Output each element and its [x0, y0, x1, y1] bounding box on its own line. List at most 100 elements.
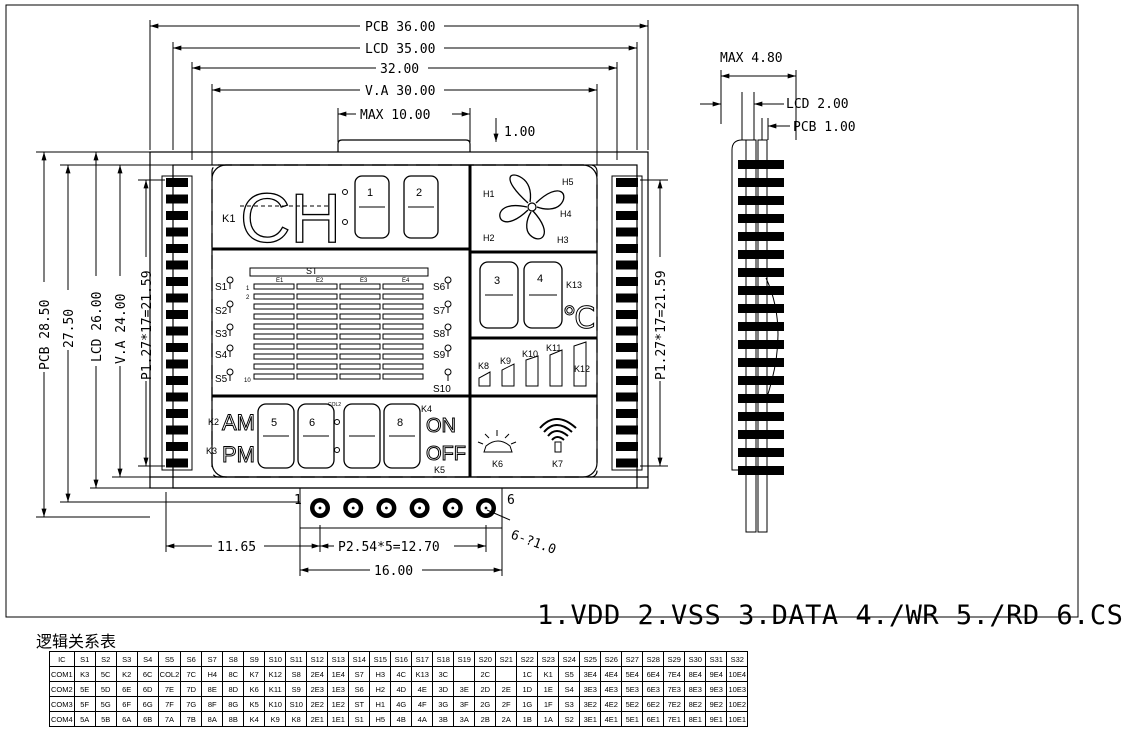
- pin: [166, 359, 188, 369]
- table-cell: 5F: [73, 696, 96, 712]
- level-bar-segment: [382, 303, 424, 310]
- s5-label: S5: [215, 374, 228, 385]
- table-cell: 8A: [201, 711, 224, 727]
- digit-2: [403, 175, 439, 239]
- fan-blade-h3: [526, 210, 545, 240]
- pcb-width-label: PCB 36.00: [365, 20, 435, 35]
- k3-label: K3: [206, 446, 217, 456]
- table-cell: S5: [157, 651, 182, 667]
- pitch-left-label: P1.27*17=21.59: [140, 270, 155, 380]
- level-bar-segment: [339, 313, 381, 320]
- digit-3: [479, 261, 519, 329]
- table-cell: 1E3: [327, 681, 350, 697]
- table-cell: K8: [285, 711, 308, 727]
- pin: [166, 211, 188, 220]
- table-cell: 3B: [432, 711, 455, 727]
- k11-label: K11: [546, 343, 561, 353]
- level-bar-segment: [339, 333, 381, 340]
- table-cell: [495, 666, 518, 682]
- table-cell: K13: [411, 666, 434, 682]
- pin: [616, 359, 638, 369]
- fan-blade-h4: [535, 190, 565, 210]
- table-cell: S29: [663, 651, 686, 667]
- level-bar-segment: [253, 363, 295, 370]
- table-cell: 1D: [516, 681, 539, 697]
- level-bar-segment: [339, 303, 381, 310]
- table-cell: 5B: [94, 711, 117, 727]
- am-indicator: AM: [222, 410, 255, 435]
- segment-dividers: [212, 165, 597, 477]
- table-cell: H1: [369, 696, 392, 712]
- table-cell: S20: [474, 651, 497, 667]
- table-cell: 5D: [94, 681, 117, 697]
- side-pin: [738, 232, 784, 241]
- level-bar-segment: [382, 363, 424, 370]
- k6-label: K6: [492, 459, 503, 469]
- pin: [616, 409, 638, 418]
- table-cell: S5: [558, 666, 581, 682]
- table-cell: 4F: [411, 696, 434, 712]
- table-cell: 5E: [73, 681, 96, 697]
- table-cell: 9E4: [705, 666, 728, 682]
- table-cell: S6: [348, 681, 371, 697]
- table-cell: 3G: [432, 696, 455, 712]
- table-cell: K3: [73, 666, 96, 682]
- table-cell: S9: [285, 681, 308, 697]
- pin: [616, 260, 638, 270]
- lcd-tab: [337, 139, 471, 152]
- level-bar-segment: [339, 293, 381, 300]
- side-pin: [738, 376, 784, 385]
- digit-5: [257, 403, 295, 469]
- dim-1-label: 1.00: [504, 125, 535, 140]
- digit-6: [297, 403, 335, 469]
- level-bar-segment: [253, 323, 295, 330]
- table-cell: 6E2: [642, 696, 665, 712]
- table-cell: 6G: [136, 696, 159, 712]
- s3-label: S3: [215, 329, 228, 340]
- level-bar-segment: [253, 373, 295, 380]
- side-pin: [738, 250, 784, 259]
- table-cell: 1E4: [327, 666, 350, 682]
- h5-label: H5: [562, 177, 574, 187]
- table-cell: S1: [348, 711, 371, 727]
- table-cell: 1B: [516, 711, 539, 727]
- table-cell: 3C: [432, 666, 455, 682]
- table-cell: 5E2: [621, 696, 644, 712]
- level-bar-segment: [296, 293, 338, 300]
- level-bar-segment: [253, 293, 295, 300]
- level-bar-segment: [339, 363, 381, 370]
- digit-4-label: 4: [537, 273, 543, 285]
- table-cell: 2D: [474, 681, 497, 697]
- pin: [166, 458, 188, 468]
- pin: [616, 211, 638, 220]
- h1-label: H1: [483, 189, 495, 199]
- pin: [616, 194, 638, 204]
- table-cell: S6: [180, 651, 203, 667]
- k8-label: K8: [478, 361, 489, 371]
- table-cell: 6A: [115, 711, 138, 727]
- table-cell: 5A: [73, 711, 96, 727]
- k11-bar: [549, 349, 563, 387]
- side-view: [700, 70, 797, 533]
- table-cell: 8B: [222, 711, 245, 727]
- lamp-icon: [226, 344, 234, 352]
- pin: [616, 392, 638, 402]
- k8-bar: [478, 371, 491, 387]
- k12-label: K12: [574, 364, 590, 374]
- pin: [166, 409, 188, 418]
- table-cell: 1A: [537, 711, 560, 727]
- st-label: ST: [306, 266, 318, 276]
- pin: [166, 293, 188, 303]
- level-bar-segment: [296, 343, 338, 350]
- digit-2-label: 2: [416, 187, 422, 199]
- table-cell: 7F: [157, 696, 182, 712]
- table-cell: 3E4: [579, 666, 602, 682]
- table-cell: 2F: [495, 696, 518, 712]
- side-pin: [738, 196, 784, 205]
- table-cell: H4: [201, 666, 224, 682]
- table-cell: 7C: [180, 666, 203, 682]
- level-bar-segment: [382, 293, 424, 300]
